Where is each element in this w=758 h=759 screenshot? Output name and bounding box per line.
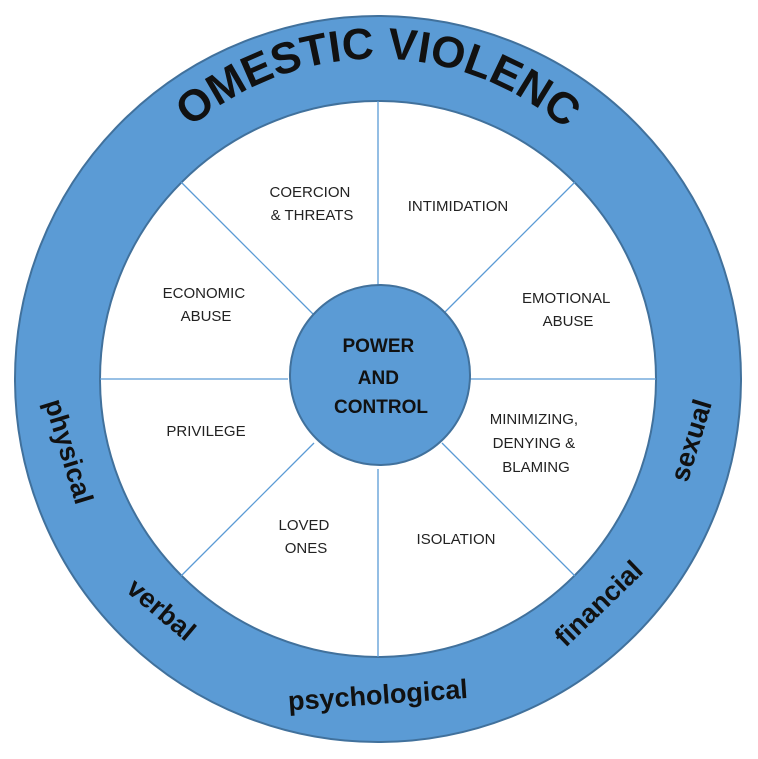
segment-loved-ones: LOVED ONES <box>278 517 333 557</box>
segment-emotional-line-2: ABUSE <box>543 313 594 330</box>
segment-coercion: COERCION & THREATS <box>269 184 354 224</box>
segment-privilege-line-1: PRIVILEGE <box>166 423 245 440</box>
segment-emotional-line-1: EMOTIONAL <box>522 290 610 307</box>
hub-line-2: AND <box>358 368 399 389</box>
segment-emotional: EMOTIONAL ABUSE <box>522 290 614 330</box>
spoke-diagonal-upper-right <box>441 181 576 316</box>
segment-loved-ones-line-1: LOVED <box>278 517 329 534</box>
segment-minimizing-line-1: MINIMIZING, <box>490 411 578 428</box>
hub-line-1: POWER <box>342 336 414 357</box>
segment-economic: ECONOMIC ABUSE <box>163 285 250 325</box>
segment-loved-ones-line-2: ONES <box>285 540 328 557</box>
segment-coercion-line-2: & THREATS <box>271 207 354 224</box>
segment-economic-line-2: ABUSE <box>181 308 232 325</box>
spoke-diagonal-lower-left <box>180 442 315 577</box>
hub-label: POWER AND CONTROL <box>334 336 428 418</box>
segment-isolation: ISOLATION <box>417 531 496 548</box>
spoke-diagonal-lower-right <box>441 442 576 577</box>
center-hub <box>289 284 471 466</box>
segment-intimidation-line-1: INTIMIDATION <box>408 198 509 215</box>
spoke-diagonal-upper-left <box>180 181 315 316</box>
spokes <box>100 101 656 657</box>
segment-minimizing: MINIMIZING, DENYING & BLAMING <box>490 411 583 476</box>
segment-isolation-line-1: ISOLATION <box>417 531 496 548</box>
segment-minimizing-line-3: BLAMING <box>502 459 570 476</box>
segment-minimizing-line-2: DENYING & <box>493 435 576 452</box>
hub-line-3: CONTROL <box>334 397 428 418</box>
segment-privilege: PRIVILEGE <box>166 423 245 440</box>
segment-intimidation: INTIMIDATION <box>408 198 509 215</box>
segment-coercion-line-1: COERCION <box>269 184 350 201</box>
segment-economic-line-1: ECONOMIC <box>163 285 246 302</box>
